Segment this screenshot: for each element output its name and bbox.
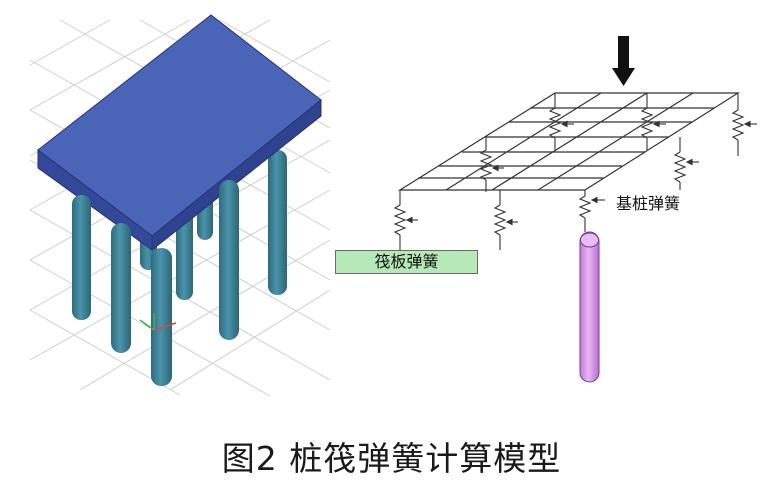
spring-model-diagram [393,36,757,383]
pile-spring-label: 基桩弹簧 [616,194,681,213]
pile [111,223,131,353]
raft-spring [548,93,574,150]
axis-triad-icon [139,313,177,331]
pile [268,150,287,295]
raft-spring [479,137,504,192]
figure-caption: 图2 桩筏弹簧计算模型 [221,439,562,478]
pile-raft-3d-model [29,14,331,397]
raft-spring [731,93,757,156]
raft-spring [673,137,699,190]
spring-set [393,93,757,250]
raft-spring-label: 筏板弹簧 [335,250,478,274]
pile-element [579,231,600,383]
pile [72,195,91,320]
pile-spring [578,190,605,232]
load-arrow-icon [612,36,635,86]
raft-grid-mesh [397,92,741,191]
pile-group-front [72,180,239,386]
pile [219,180,239,340]
raft-spring [493,190,518,250]
raft-side-face [151,98,322,252]
raft-spring [393,190,418,250]
raft-spring [640,93,666,150]
pile [151,248,172,386]
